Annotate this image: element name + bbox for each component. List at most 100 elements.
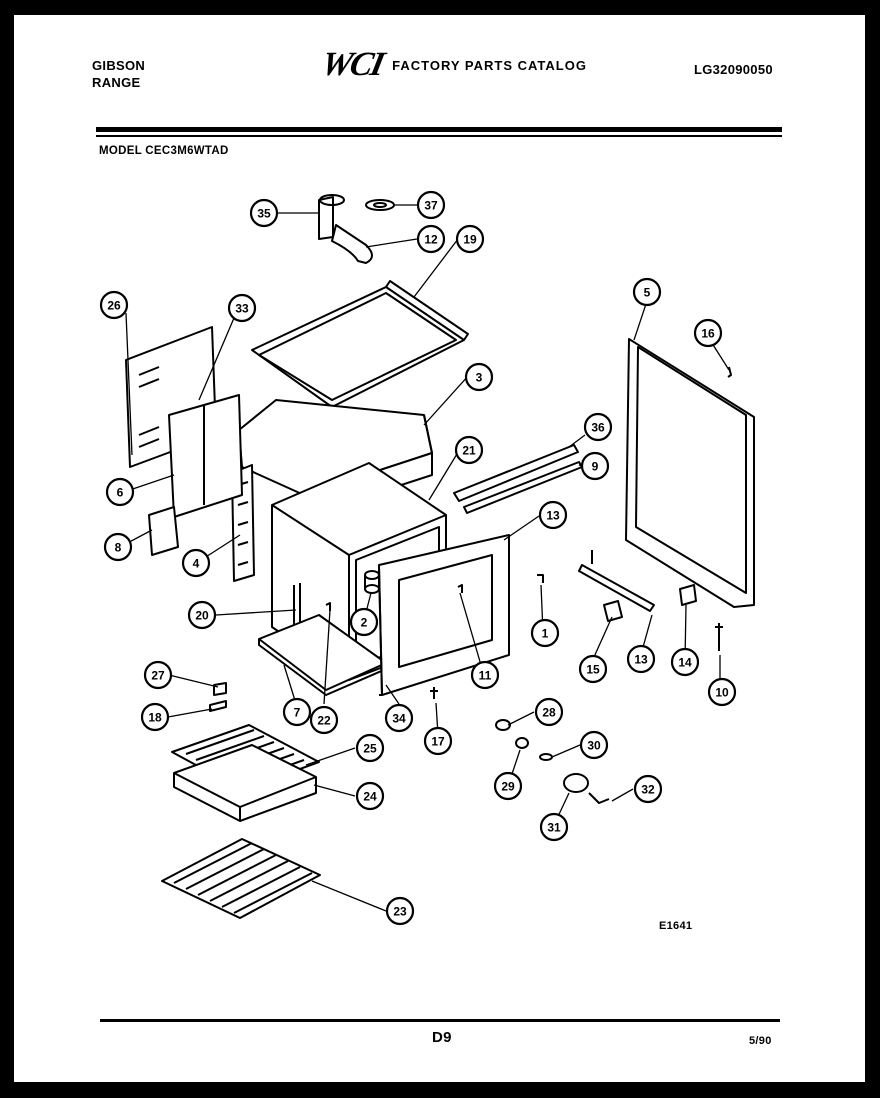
callout-label: 16 (701, 327, 715, 341)
callout-30: 30 (579, 730, 609, 760)
side-panel-part-6 (168, 394, 243, 518)
revision-date: 5/90 (749, 1035, 772, 1047)
callout-label: 23 (393, 905, 407, 919)
callout-37: 37 (416, 190, 446, 220)
catalog-number: LG32090050 (694, 62, 773, 77)
broiler-pan-part-24 (173, 744, 317, 822)
callout-label: 5 (644, 286, 651, 300)
callout-13: 13 (538, 500, 568, 530)
callout-label: 25 (363, 742, 377, 756)
callout-16: 16 (693, 318, 723, 348)
top-panel-part-19 (251, 280, 469, 408)
callout-26: 26 (99, 290, 129, 320)
clip-part-16 (727, 366, 732, 378)
brand-name: GIBSON (92, 58, 146, 73)
callout-label: 12 (424, 233, 438, 247)
support-part-18 (209, 700, 227, 712)
callout-label: 31 (547, 821, 561, 835)
callout-25: 25 (355, 733, 385, 763)
callout-label: 6 (117, 486, 124, 500)
callout-22: 22 (309, 705, 339, 735)
pin-part-17 (430, 687, 438, 699)
callout-5: 5 (632, 277, 662, 307)
callout-label: 3 (476, 371, 483, 385)
callout-32: 32 (633, 774, 663, 804)
callout-label: 32 (641, 783, 655, 797)
screw-part-10 (715, 623, 723, 651)
callout-20: 20 (187, 600, 217, 630)
callout-1: 1 (530, 618, 560, 648)
model-label: MODEL CEC3M6WTAD (99, 145, 229, 157)
header-rule (96, 127, 782, 132)
callout-label: 36 (591, 421, 605, 435)
callout-18: 18 (140, 702, 170, 732)
callout-31: 31 (539, 812, 569, 842)
callout-27: 27 (143, 660, 173, 690)
callout-label: 4 (193, 557, 200, 571)
callout-21: 21 (454, 435, 484, 465)
callout-label: 22 (317, 714, 331, 728)
callout-7: 7 (282, 697, 312, 727)
callout-28: 28 (534, 697, 564, 727)
callout-9: 9 (580, 451, 610, 481)
callout-24: 24 (355, 781, 385, 811)
callout-13: 13 (626, 644, 656, 674)
wire-part-32 (588, 792, 610, 804)
callout-2: 2 (349, 607, 379, 637)
knob-part-29 (515, 737, 529, 749)
strip-part-13 (578, 550, 655, 612)
side-panel-part-5 (625, 338, 755, 608)
diagram-code: E1641 (659, 920, 693, 932)
callout-23: 23 (385, 896, 415, 926)
callout-11: 11 (470, 660, 500, 690)
callout-6: 6 (105, 477, 135, 507)
callout-label: 15 (586, 663, 600, 677)
callout-label: 13 (546, 509, 560, 523)
block-part-15 (603, 600, 623, 622)
clip-part-30 (539, 753, 553, 761)
callout-29: 29 (493, 771, 523, 801)
element-part-31 (563, 773, 589, 793)
callout-label: 13 (634, 653, 648, 667)
callout-label: 19 (463, 233, 477, 247)
callout-17: 17 (423, 726, 453, 756)
callout-label: 7 (294, 706, 301, 720)
page-number: D9 (432, 1029, 452, 1046)
callout-label: 34 (392, 712, 406, 726)
support-part-27 (213, 682, 227, 696)
callout-label: 21 (462, 444, 476, 458)
catalog-header: WCI FACTORY PARTS CATALOG (318, 46, 587, 83)
callout-label: 11 (479, 669, 492, 683)
knob-part-28 (495, 719, 511, 731)
bracket-part-8 (148, 506, 179, 556)
callout-label: 37 (424, 199, 438, 213)
catalog-title: FACTORY PARTS CATALOG (392, 57, 587, 73)
clip-part-37 (365, 199, 395, 211)
callout-33: 33 (227, 293, 257, 323)
callout-12: 12 (416, 224, 446, 254)
callout-label: 24 (363, 790, 377, 804)
callout-label: 20 (195, 609, 209, 623)
callout-35: 35 (249, 198, 279, 228)
product-type: RANGE (92, 75, 141, 90)
callout-14: 14 (670, 647, 700, 677)
callout-8: 8 (103, 532, 133, 562)
callout-3: 3 (464, 362, 494, 392)
callout-label: 18 (148, 711, 162, 725)
door-frame-part-13 (378, 534, 510, 696)
pin-part-22 (325, 602, 331, 611)
rail-part-36 (453, 444, 579, 502)
callout-10: 10 (707, 677, 737, 707)
footer-rule (100, 1019, 780, 1022)
catalog-page: GIBSON RANGE WCI FACTORY PARTS CATALOG L… (14, 15, 865, 1082)
callout-label: 2 (361, 616, 368, 630)
block-part-14 (679, 584, 697, 606)
callout-label: 35 (257, 207, 271, 221)
callout-label: 27 (151, 669, 165, 683)
callout-label: 10 (715, 686, 729, 700)
screw-part-11 (457, 584, 463, 593)
callout-label: 9 (592, 460, 599, 474)
callout-label: 1 (542, 627, 549, 641)
callout-label: 33 (235, 302, 249, 316)
callout-label: 17 (431, 735, 445, 749)
